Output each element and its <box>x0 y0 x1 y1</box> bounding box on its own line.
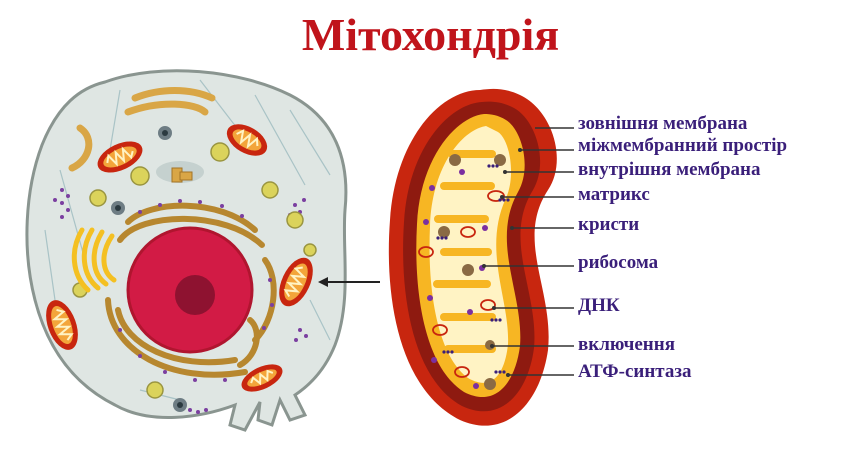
label-inclusion: включення <box>578 334 675 355</box>
rough-er <box>105 202 277 378</box>
dna-rings <box>418 190 505 378</box>
nucleolus <box>175 275 215 315</box>
leader-lines <box>484 127 574 376</box>
atp-synthase-marks <box>436 164 510 374</box>
centrosome <box>156 161 204 183</box>
label-matrix: матрикс <box>578 184 650 205</box>
label-cristae: кристи <box>578 214 640 235</box>
cell-mitochondria <box>46 124 313 392</box>
cristae-folds <box>433 150 496 353</box>
vesicles <box>72 142 317 399</box>
label-dna: ДНК <box>578 295 620 316</box>
mito-ribosomes <box>423 169 488 389</box>
animal-cell <box>25 69 380 432</box>
mitochondrion <box>388 88 557 426</box>
er-ribosomes <box>118 199 274 382</box>
label-outer-membrane: зовнішня мембрана <box>578 113 748 134</box>
label-ribosome: рибосома <box>578 252 659 273</box>
label-intermembrane-space: міжмембранний простір <box>578 135 788 156</box>
golgi-apparatus <box>71 227 117 293</box>
label-atp-synthase: АТФ-синтаза <box>578 361 692 382</box>
label-inner-membrane: внутрішня мембрана <box>578 159 761 180</box>
leader-dots <box>482 148 522 377</box>
page-title: Мітохондрія <box>301 9 560 60</box>
er-top <box>68 87 216 172</box>
lysosomes <box>111 126 187 412</box>
